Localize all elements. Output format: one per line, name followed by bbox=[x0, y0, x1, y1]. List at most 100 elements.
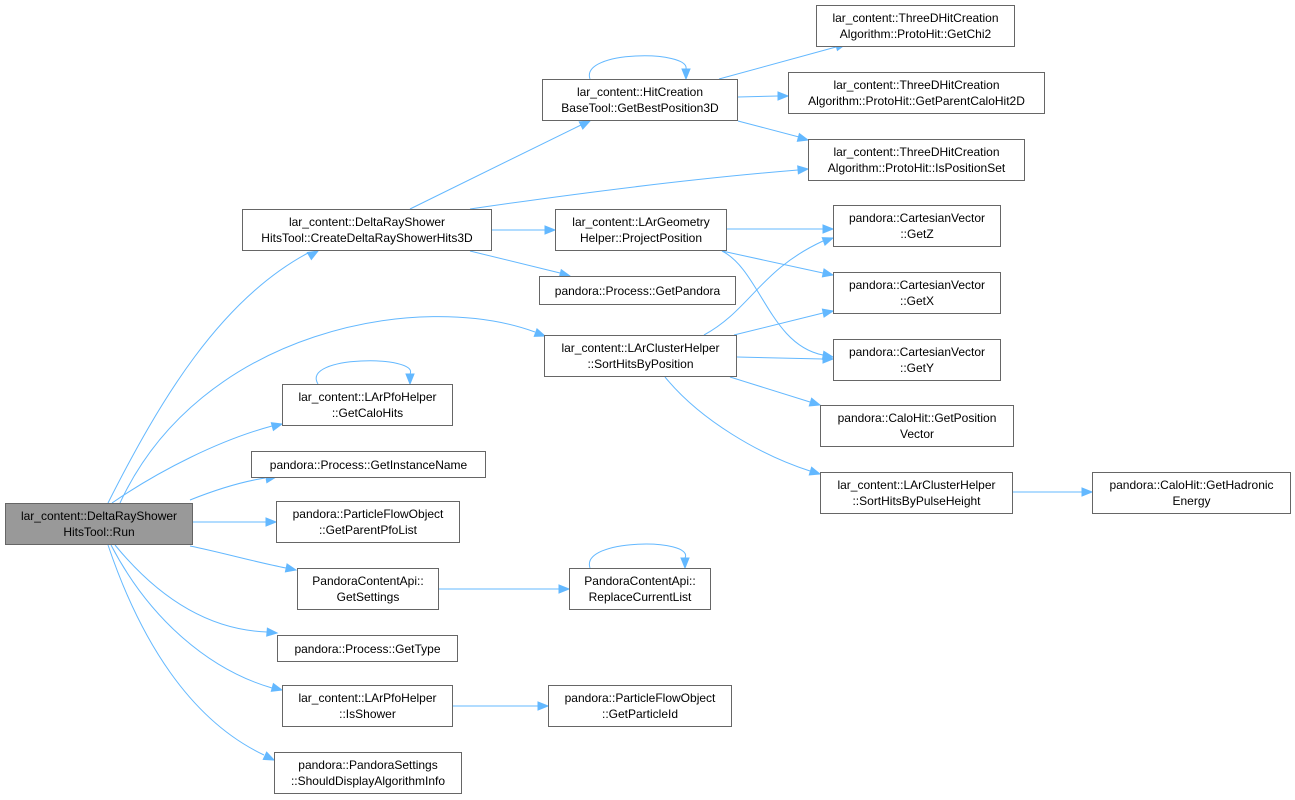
node-getsettings-line-2: GetSettings bbox=[336, 590, 400, 604]
node-projpos-line-1: lar_content::LArGeometry bbox=[572, 215, 710, 229]
node-getcalohits-line-2: ::GetCaloHits bbox=[331, 406, 404, 420]
node-showdisplay-line-1: pandora::PandoraSettings bbox=[298, 758, 438, 772]
node-get-settings[interactable]: PandoraContentApi:: GetSettings bbox=[297, 568, 439, 610]
node-getchi2-line-2: Algorithm::ProtoHit::GetChi2 bbox=[839, 27, 992, 41]
edge-run-create3d bbox=[107, 252, 309, 504]
arrowhead-create3d-bestpos bbox=[578, 120, 592, 130]
arrowhead-run-sortpos bbox=[533, 327, 547, 337]
node-get-calo-hits[interactable]: lar_content::LArPfoHelper ::GetCaloHits bbox=[282, 384, 453, 426]
arrowhead-sortpos-getz bbox=[821, 237, 835, 247]
node-isshower-line-1: lar_content::LArPfoHelper bbox=[298, 691, 437, 705]
edge-getcalohits-self bbox=[315, 360, 411, 385]
arrowhead-sortpos-getx bbox=[821, 308, 835, 318]
edge-create3d-bestpos bbox=[409, 124, 582, 210]
node-isposset-line-1: lar_content::ThreeDHitCreation bbox=[833, 145, 1000, 159]
node-getchi2-line-1: lar_content::ThreeDHitCreation bbox=[832, 11, 999, 25]
node-sort-hits-by-pulse-height[interactable]: lar_content::LArClusterHelper ::SortHits… bbox=[820, 472, 1013, 514]
edge-run-showdisplay bbox=[107, 544, 265, 756]
edge-bestpos-parentcalo bbox=[737, 95, 779, 98]
node-particleid-line-1: pandora::ParticleFlowObject bbox=[564, 691, 716, 705]
node-get-z[interactable]: pandora::CartesianVector ::GetZ bbox=[833, 205, 1001, 247]
node-sortpos-line-2: ::SortHitsByPosition bbox=[587, 357, 694, 371]
edge-create3d-isposset bbox=[469, 169, 799, 210]
edge-sortpos-sortpulse bbox=[664, 376, 811, 472]
node-parentcalo-line-1: lar_content::ThreeDHitCreation bbox=[833, 78, 1000, 92]
node-get-instance-name[interactable]: pandora::Process::GetInstanceName bbox=[251, 451, 486, 478]
node-project-position[interactable]: lar_content::LArGeometry Helper::Project… bbox=[555, 209, 727, 251]
node-parentcalo-line-2: Algorithm::ProtoHit::GetParentCaloHit2D bbox=[808, 94, 1025, 108]
arrowhead-bestpos-isposset bbox=[796, 132, 810, 142]
node-sortpulse-line-2: ::SortHitsByPulseHeight bbox=[852, 494, 981, 508]
arrowhead-run-getcalohits bbox=[270, 422, 284, 432]
node-replace-current-list[interactable]: PandoraContentApi:: ReplaceCurrentList bbox=[569, 568, 711, 610]
node-get-particle-id[interactable]: pandora::ParticleFlowObject ::GetParticl… bbox=[548, 685, 732, 727]
node-get-type[interactable]: pandora::Process::GetType bbox=[277, 635, 458, 662]
arrowhead-isshower-particleid bbox=[537, 701, 550, 711]
edge-replacelist-self bbox=[589, 543, 686, 569]
arrowhead-getsettings-replacelist bbox=[558, 584, 571, 594]
edge-projpos-gety bbox=[721, 250, 824, 356]
node-run: lar_content::DeltaRayShower HitsTool::Ru… bbox=[5, 503, 193, 545]
node-instname-line-1: pandora::Process::GetInstanceName bbox=[269, 457, 468, 472]
node-gety-line-1: pandora::CartesianVector bbox=[848, 345, 986, 359]
node-isposset-line-2: Algorithm::ProtoHit::IsPositionSet bbox=[827, 161, 1006, 175]
node-get-best-position-3d[interactable]: lar_content::HitCreation BaseTool::GetBe… bbox=[542, 79, 738, 121]
node-get-hadronic-energy[interactable]: pandora::CaloHit::GetHadronic Energy bbox=[1092, 472, 1291, 514]
node-get-position-vector[interactable]: pandora::CaloHit::GetPosition Vector bbox=[820, 405, 1014, 447]
node-parentpfo-line-2: ::GetParentPfoList bbox=[318, 523, 418, 537]
node-create3d-line-1: lar_content::DeltaRayShower bbox=[288, 215, 446, 229]
edge-run-getsettings bbox=[189, 545, 287, 569]
node-run-line-2: HitsTool::Run bbox=[63, 525, 135, 539]
node-is-shower[interactable]: lar_content::LArPfoHelper ::IsShower bbox=[282, 685, 453, 727]
edge-projpos-getx bbox=[721, 250, 824, 274]
node-is-position-set[interactable]: lar_content::ThreeDHitCreation Algorithm… bbox=[808, 139, 1025, 181]
node-create-delta-ray-shower-hits-3d[interactable]: lar_content::DeltaRayShower HitsTool::Cr… bbox=[242, 209, 492, 251]
edge-bestpos-getchi2 bbox=[718, 46, 837, 80]
node-get-x[interactable]: pandora::CartesianVector ::GetX bbox=[833, 272, 1001, 314]
node-sortpulse-line-1: lar_content::LArClusterHelper bbox=[837, 478, 996, 492]
node-sort-hits-by-position[interactable]: lar_content::LArClusterHelper ::SortHits… bbox=[544, 335, 737, 377]
arrowhead-run-isshower bbox=[270, 682, 284, 692]
edge-bestpos-self bbox=[589, 55, 687, 80]
node-bestpos-line-1: lar_content::HitCreation bbox=[576, 85, 704, 99]
node-showdisplay-line-2: ::ShouldDisplayAlgorithmInfo bbox=[290, 774, 446, 788]
arrowhead-bestpos-self bbox=[681, 68, 691, 81]
edge-run-gettype bbox=[114, 544, 268, 633]
edge-sortpos-getx bbox=[733, 312, 824, 336]
edge-run-sortpos bbox=[119, 316, 536, 504]
node-get-parent-pfo-list[interactable]: pandora::ParticleFlowObject ::GetParentP… bbox=[276, 501, 460, 543]
node-get-pandora[interactable]: pandora::Process::GetPandora bbox=[539, 276, 736, 305]
node-bestpos-line-2: BaseTool::GetBestPosition3D bbox=[561, 101, 719, 115]
arrowhead-projpos-getx bbox=[821, 268, 835, 278]
arrowhead-run-parentpfo bbox=[265, 517, 278, 527]
edge-run-instname bbox=[189, 477, 266, 501]
node-getz-line-2: ::GetZ bbox=[900, 227, 934, 241]
arrowhead-run-showdisplay bbox=[262, 751, 276, 761]
edge-run-getcalohits bbox=[111, 425, 273, 504]
node-should-display-algorithm-info[interactable]: pandora::PandoraSettings ::ShouldDisplay… bbox=[274, 752, 462, 794]
node-projpos-line-2: Helper::ProjectPosition bbox=[579, 231, 703, 245]
node-replacelist-line-1: PandoraContentApi:: bbox=[584, 574, 696, 588]
node-getpandora-line-1: pandora::Process::GetPandora bbox=[554, 283, 721, 298]
arrowhead-sortpulse-hadronic bbox=[1081, 487, 1094, 497]
arrowhead-sortpos-gety bbox=[822, 354, 835, 364]
node-getz-line-1: pandora::CartesianVector bbox=[848, 211, 986, 225]
edge-create3d-getpandora bbox=[469, 250, 561, 274]
node-replacelist-line-2: ReplaceCurrentList bbox=[588, 590, 692, 604]
edge-sortpos-posvec bbox=[729, 376, 811, 403]
edge-sortpos-gety bbox=[736, 356, 824, 360]
arrowhead-run-create3d bbox=[306, 250, 320, 261]
node-gettype-line-1: pandora::Process::GetType bbox=[294, 641, 441, 656]
node-get-parent-calo-hit-2d[interactable]: lar_content::ThreeDHitCreation Algorithm… bbox=[788, 72, 1045, 114]
node-create3d-line-2: HitsTool::CreateDeltaRayShowerHits3D bbox=[261, 231, 473, 245]
arrowhead-sortpos-posvec bbox=[808, 397, 822, 407]
arrowhead-getcalohits-self bbox=[405, 373, 415, 386]
node-isshower-line-2: ::IsShower bbox=[339, 707, 396, 721]
node-posvec-line-2: Vector bbox=[899, 427, 935, 441]
node-getx-line-1: pandora::CartesianVector bbox=[848, 278, 986, 292]
node-getsettings-line-1: PandoraContentApi:: bbox=[312, 574, 424, 588]
node-get-y[interactable]: pandora::CartesianVector ::GetY bbox=[833, 339, 1001, 381]
node-get-chi2[interactable]: lar_content::ThreeDHitCreation Algorithm… bbox=[816, 5, 1015, 47]
